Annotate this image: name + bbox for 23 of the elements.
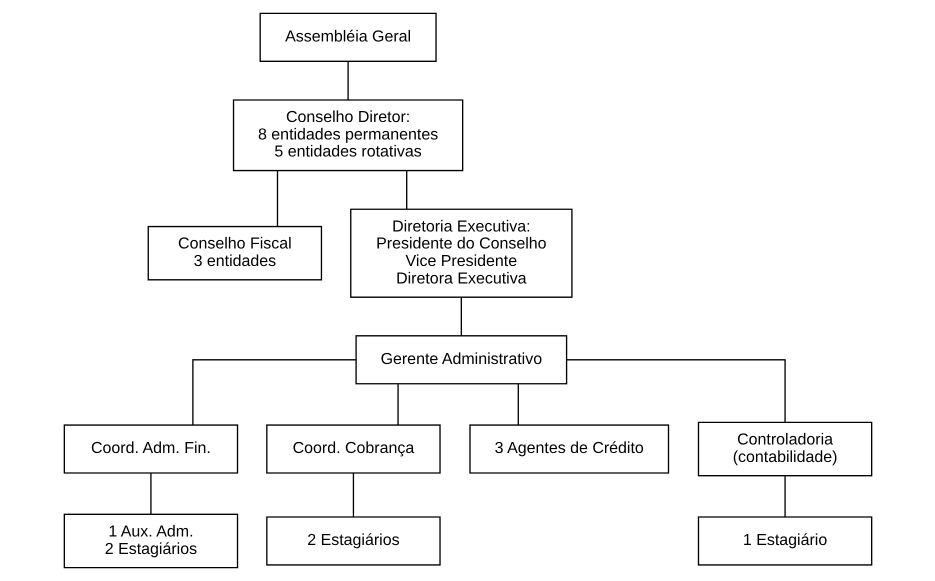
- node-box: Coord. Cobrança: [266, 424, 440, 474]
- node-box: Gerente Administrativo: [354, 335, 567, 384]
- node-box: Assembléia Geral: [259, 12, 436, 62]
- connector: [346, 62, 348, 100]
- node-box: 1 Estagiário: [697, 516, 872, 566]
- node-box: Diretoria Executiva: Presidente do Conselho Vice Presidente Diretora Executiva: [350, 208, 572, 298]
- connector: [517, 384, 518, 425]
- node-box: 1 Aux. Adm. 2 Estagiários: [63, 514, 238, 568]
- node-box: 3 Agentes de Crédito: [468, 424, 669, 474]
- connector: [192, 359, 356, 425]
- connector: [276, 170, 278, 226]
- connector: [396, 384, 398, 425]
- connector: [406, 170, 407, 210]
- connector: [566, 359, 786, 422]
- node-box: Controladoria (contabilidade): [697, 422, 872, 476]
- connector: [352, 473, 354, 517]
- node-box: Conselho Fiscal 3 entidades: [147, 226, 322, 280]
- connector: [784, 476, 786, 517]
- node-box: Coord. Adm. Fin.: [63, 424, 238, 474]
- connector: [150, 473, 152, 514]
- node-box: 2 Estagiários: [266, 516, 440, 566]
- node-box: Conselho Diretor: 8 entidades permanentes 5 entidades rotativas: [232, 99, 463, 172]
- connector: [460, 297, 462, 336]
